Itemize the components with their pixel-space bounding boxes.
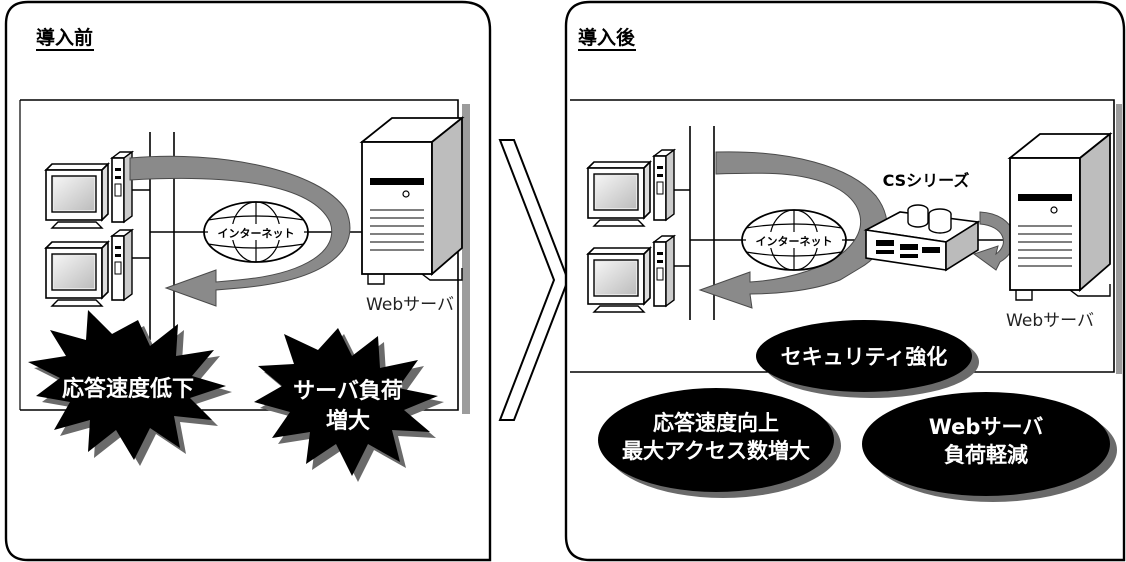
cache-return-arrow [972,211,1015,271]
internet-label: インターネット [756,235,833,248]
before-panel: 導入前 インターネット Webサーバ 応答速度低下 サーバ負 [4,0,492,562]
web-server-icon [361,117,463,285]
ellipse-response: 応答速度向上 最大アクセス数増大 [598,388,841,498]
client-pc-icon [587,149,675,227]
cs-series-label: CSシリーズ [883,171,970,190]
burst-server-load: サーバ負荷 増大 [254,328,444,482]
client-pc-icon [45,229,133,307]
svg-text:負荷軽減: 負荷軽減 [944,443,1028,467]
web-server-label: Webサーバ [1006,311,1094,331]
svg-text:サーバ負荷: サーバ負荷 [293,378,403,404]
client-pc-icon [45,151,133,229]
svg-text:Webサーバ: Webサーバ [929,415,1043,439]
svg-text:セキュリティ強化: セキュリティ強化 [781,345,948,369]
svg-text:最大アクセス数増大: 最大アクセス数増大 [622,439,810,463]
ellipse-server-load: Webサーバ 負荷軽減 [862,392,1117,502]
burst-response-slow: 応答速度低下 [28,310,232,466]
web-server-label: Webサーバ [366,295,454,315]
web-server-icon [1009,133,1111,301]
before-panel-title: 導入前 [36,26,93,49]
svg-text:応答速度低下: 応答速度低下 [62,376,194,402]
client-pc-icon [587,235,675,313]
cs-appliance-icon [863,204,981,272]
svg-text:増大: 増大 [326,408,370,434]
internet-label: インターネット [218,227,295,240]
after-panel: 導入後 インターネット CSシリーズ [564,0,1126,562]
transition-arrow [498,139,570,421]
svg-text:応答速度向上: 応答速度向上 [653,411,779,435]
traffic-arrow [129,155,351,307]
after-panel-title: 導入後 [578,26,636,49]
traffic-arrow [698,151,888,309]
ellipse-security: セキュリティ強化 [756,320,979,398]
